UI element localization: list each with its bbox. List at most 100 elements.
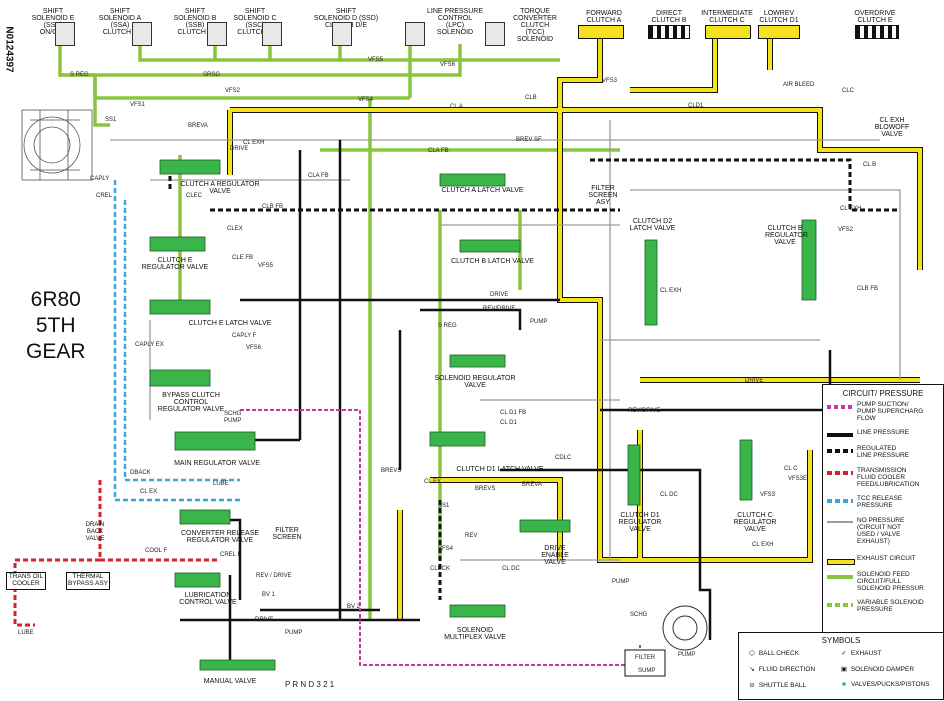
gear-label-word: GEAR	[26, 340, 86, 363]
filter-screen-label: FILTER SCREEN	[272, 527, 302, 541]
solenoid-multiplex-valve-label: SOLENOID MULTIPLEX VALVE	[444, 627, 506, 641]
line-label: VFS1	[130, 102, 146, 108]
line-label: CLB FB	[262, 204, 284, 210]
cooler-circuit	[13, 480, 220, 627]
symbol-exhaust: ✓ EXHAUST	[839, 649, 881, 657]
thermal-bypass-assembly: THERMAL BYPASS ASY	[66, 572, 110, 590]
line-label: CLB	[525, 95, 537, 101]
solenoid-ssb-icon	[207, 22, 227, 46]
line-label: BREVA	[188, 123, 208, 129]
line-label: PUMP	[224, 418, 242, 424]
symbol-valves: ■ VALVES/PUCKS/PISTONS	[839, 681, 930, 688]
symbol-fluid-direction: ↘ FLUID DIRECTION	[747, 665, 815, 673]
line-label: COOL F	[145, 548, 168, 554]
exhaust-circuit	[227, 37, 923, 620]
legend-swatch-no-pressure	[827, 521, 853, 523]
legend-label: REGULATED LINE PRESSURE	[857, 445, 910, 459]
line-label: DRIVE	[255, 617, 274, 623]
line-label: BREVA	[522, 482, 542, 488]
legend-label: PUMP SUCTION/ PUMP SUPERCHARG FLOW	[857, 401, 924, 422]
line-label: CL EX	[140, 489, 158, 495]
ball-check-icon: ⬡	[749, 650, 755, 657]
line-label: VFS2	[838, 227, 854, 233]
legend-swatch-line	[827, 433, 853, 437]
fluid-direction-arrow-icon: ↘	[749, 666, 755, 673]
legend-item: LINE PRESSURE	[825, 429, 943, 449]
clutch-d1-regulator-valve-label: CLUTCH D1 REGULATOR VALVE	[618, 512, 662, 533]
legend-swatch-regulated	[827, 449, 853, 453]
line-label: CAPLY	[90, 176, 110, 182]
legend-label: NO PRESSURE (CIRCUIT NOT USED / VALVE EX…	[857, 517, 905, 545]
line-label: CAPLY F	[232, 333, 257, 339]
line-label: LUBE	[213, 481, 229, 487]
line-label: VFS3	[602, 78, 618, 84]
clutch-a-latch-valve-label: CLUTCH A LATCH VALVE	[441, 187, 524, 194]
line-label: CREL F	[220, 552, 242, 558]
legend-swatch-exhaust	[827, 559, 855, 565]
clutch-e-piston	[855, 25, 899, 39]
clutch-b-piston	[648, 25, 690, 39]
exhaust-check-icon: ✓	[841, 650, 847, 657]
line-label: CLBCK	[430, 566, 451, 572]
legend-swatch-cooler	[827, 471, 853, 475]
line-label: VFS3E	[788, 476, 808, 482]
clutch-e-label: OVERDRIVE CLUTCH E	[854, 10, 896, 24]
clutch-d2-latch-valve-label: CLUTCH D2 LATCH VALVE	[629, 218, 676, 232]
document-id: N0124397	[3, 26, 15, 73]
pump-sketch	[662, 605, 708, 651]
lubrication-control-valve-label: LUBRICATION CONTROL VALVE	[179, 592, 237, 606]
legend-swatch-solenoid-feed	[827, 575, 853, 579]
line-label: SS1	[438, 503, 450, 509]
solenoid-lpc-icon	[405, 22, 425, 46]
solenoid-sse-icon	[55, 22, 75, 46]
filter-box-shape	[624, 649, 666, 677]
line-label: CL DC	[660, 492, 678, 498]
line-label: BREV SF	[516, 137, 542, 143]
line-label: CLEC	[186, 193, 203, 199]
line-label: CLC	[842, 88, 855, 94]
line-label: BREVS	[475, 486, 496, 492]
clutch-a-label: FORWARD CLUTCH A	[586, 10, 622, 24]
clutch-e-regulator-valve-label: CLUTCH E REGULATOR VALVE	[141, 257, 209, 271]
tcc-release-circuit	[113, 180, 240, 502]
clutch-d1-piston	[758, 25, 800, 39]
symbol-shuttle-ball: ⊖ SHUTTLE BALL	[747, 681, 806, 689]
line-label: VFS6	[440, 62, 456, 68]
line-label: CREL	[96, 193, 113, 199]
solenoid-regulator-valve-label: SOLENOID REGULATOR VALVE	[434, 375, 516, 389]
line-label: CL B	[863, 162, 877, 168]
gear-label-model: 6R80	[30, 288, 81, 311]
line-label: BV 2	[347, 604, 361, 610]
manual-valve-label: MANUAL VALVE	[203, 678, 257, 685]
legend-item: EXHAUST CIRCUIT	[825, 555, 943, 575]
transmission-sketch	[21, 109, 93, 181]
shuttle-ball-icon: ⊖	[749, 682, 755, 689]
filter-screen-asy-label: FILTER SCREEN ASY	[588, 185, 618, 206]
line-label: REV/DRIVE	[628, 408, 661, 414]
line-label: VFS5	[368, 57, 384, 63]
legend-swatch-variable	[827, 603, 853, 607]
line-label: CL DC	[502, 566, 520, 572]
line-label: CL C	[784, 466, 798, 472]
line-label: CLE FB	[232, 255, 254, 261]
legend-item: PUMP SUCTION/ PUMP SUPERCHARG FLOW	[825, 401, 943, 422]
solenoid-ssc-icon	[262, 22, 282, 46]
line-label: CAPLY EX	[135, 342, 164, 348]
line-label: CLA FB	[308, 173, 329, 179]
line-label: CL EX	[424, 479, 442, 485]
legend-label: VARIABLE SOLENOID PRESSURE	[857, 599, 924, 613]
solenoid-tcc-label: TORQUE CONVERTER CLUTCH (TCC) SOLENOID	[513, 8, 557, 43]
clutch-d1-latch-valve-label: CLUTCH D1 LATCH VALVE	[456, 466, 544, 473]
line-label: CLEX	[227, 226, 243, 232]
solenoid-ssa-icon	[132, 22, 152, 46]
clutch-c-piston	[705, 25, 751, 39]
clutch-a-regulator-valve-label: CLUTCH A REGULATOR VALVE	[180, 181, 260, 195]
line-label: DRIVE	[230, 146, 249, 152]
line-label: PUMP	[285, 630, 303, 636]
air-bleed-label: AIR BLEED	[783, 82, 815, 88]
line-label: CL EXH	[660, 288, 682, 294]
trans-oil-cooler: TRANS OIL COOLER	[6, 572, 46, 590]
legend-label: TCC RELEASE PRESSURE	[857, 495, 903, 509]
solenoid-lpc-label: LINE PRESSURE CONTROL (LPC) SOLENOID	[426, 8, 484, 36]
